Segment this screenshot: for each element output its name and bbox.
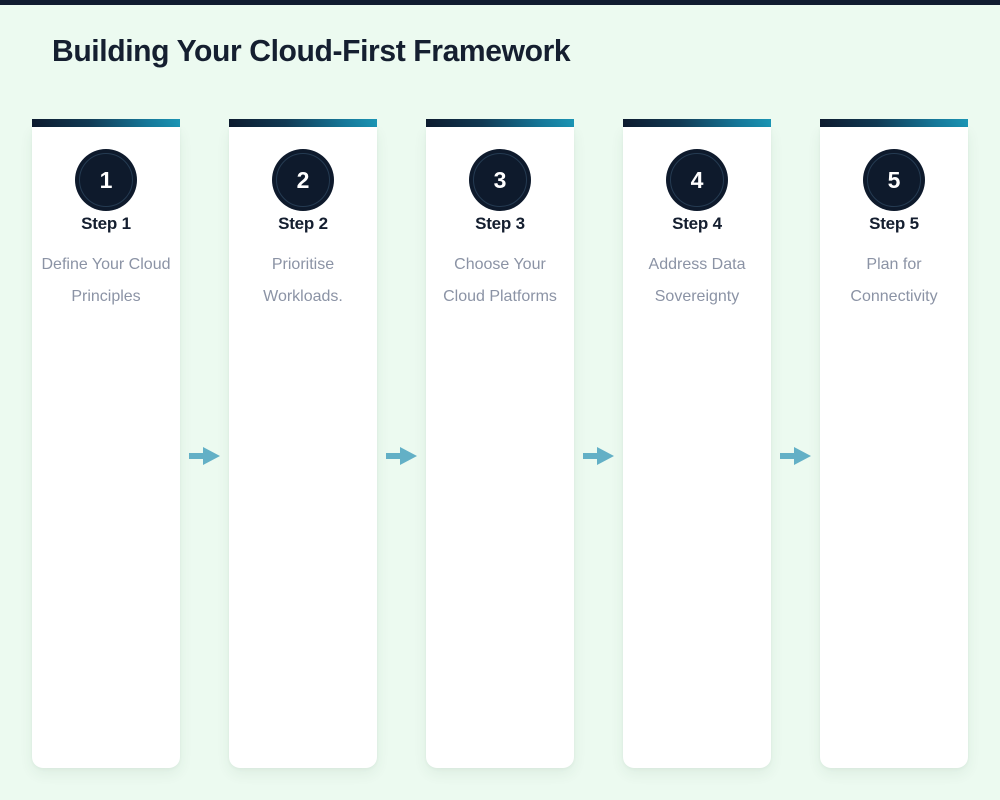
card-body: 2 Step 2 Prioritise Workloads. bbox=[229, 127, 377, 768]
step-label: Step 3 bbox=[475, 214, 525, 233]
step-number-badge: 3 bbox=[469, 149, 531, 211]
step-card-5[interactable]: 5 Step 5 Plan for Connectivity bbox=[820, 119, 968, 769]
steps-flow: 1 Step 1 Define Your Cloud Principles 2 … bbox=[32, 119, 968, 769]
step-description: Choose Your Cloud Platforms bbox=[443, 256, 557, 305]
card-body: 1 Step 1 Define Your Cloud Principles bbox=[32, 127, 180, 768]
card-accent-bar bbox=[229, 119, 377, 127]
step-card-1[interactable]: 1 Step 1 Define Your Cloud Principles bbox=[32, 119, 180, 769]
step-description: Prioritise Workloads. bbox=[263, 256, 343, 305]
step-number-text: 5 bbox=[887, 167, 901, 193]
step-label: Step 2 bbox=[278, 214, 328, 233]
step-number-badge: 5 bbox=[863, 149, 925, 211]
card-accent-bar bbox=[426, 119, 574, 127]
step-label: Step 4 bbox=[672, 214, 722, 233]
step-number-badge: 2 bbox=[272, 149, 334, 211]
step-number-badge: 1 bbox=[75, 149, 137, 211]
step-description: Define Your Cloud Principles bbox=[41, 256, 171, 305]
step-card-2[interactable]: 2 Step 2 Prioritise Workloads. bbox=[229, 119, 377, 769]
arrow-right-icon bbox=[189, 445, 221, 467]
step-number-text: 1 bbox=[99, 167, 113, 193]
card-body: 4 Step 4 Address Data Sovereignty bbox=[623, 127, 771, 768]
page-title: Building Your Cloud-First Framework bbox=[52, 33, 571, 68]
card-accent-bar bbox=[623, 119, 771, 127]
card-body: 5 Step 5 Plan for Connectivity bbox=[820, 127, 968, 768]
card-accent-bar bbox=[820, 119, 968, 127]
card-body: 3 Step 3 Choose Your Cloud Platforms bbox=[426, 127, 574, 768]
step-number-text: 2 bbox=[296, 167, 310, 193]
arrow-right-icon bbox=[386, 445, 418, 467]
step-number-text: 4 bbox=[690, 167, 704, 193]
step-label: Step 5 bbox=[869, 214, 919, 233]
step-label: Step 1 bbox=[81, 214, 131, 233]
arrow-right-icon bbox=[780, 445, 812, 467]
step-description: Plan for Connectivity bbox=[850, 256, 938, 305]
step-number-text: 3 bbox=[493, 167, 507, 193]
top-accent-bar bbox=[0, 0, 1000, 5]
step-card-4[interactable]: 4 Step 4 Address Data Sovereignty bbox=[623, 119, 771, 769]
arrow-right-icon bbox=[583, 445, 615, 467]
step-description: Address Data Sovereignty bbox=[648, 256, 746, 305]
card-accent-bar bbox=[32, 119, 180, 127]
step-card-3[interactable]: 3 Step 3 Choose Your Cloud Platforms bbox=[426, 119, 574, 769]
step-number-badge: 4 bbox=[666, 149, 728, 211]
